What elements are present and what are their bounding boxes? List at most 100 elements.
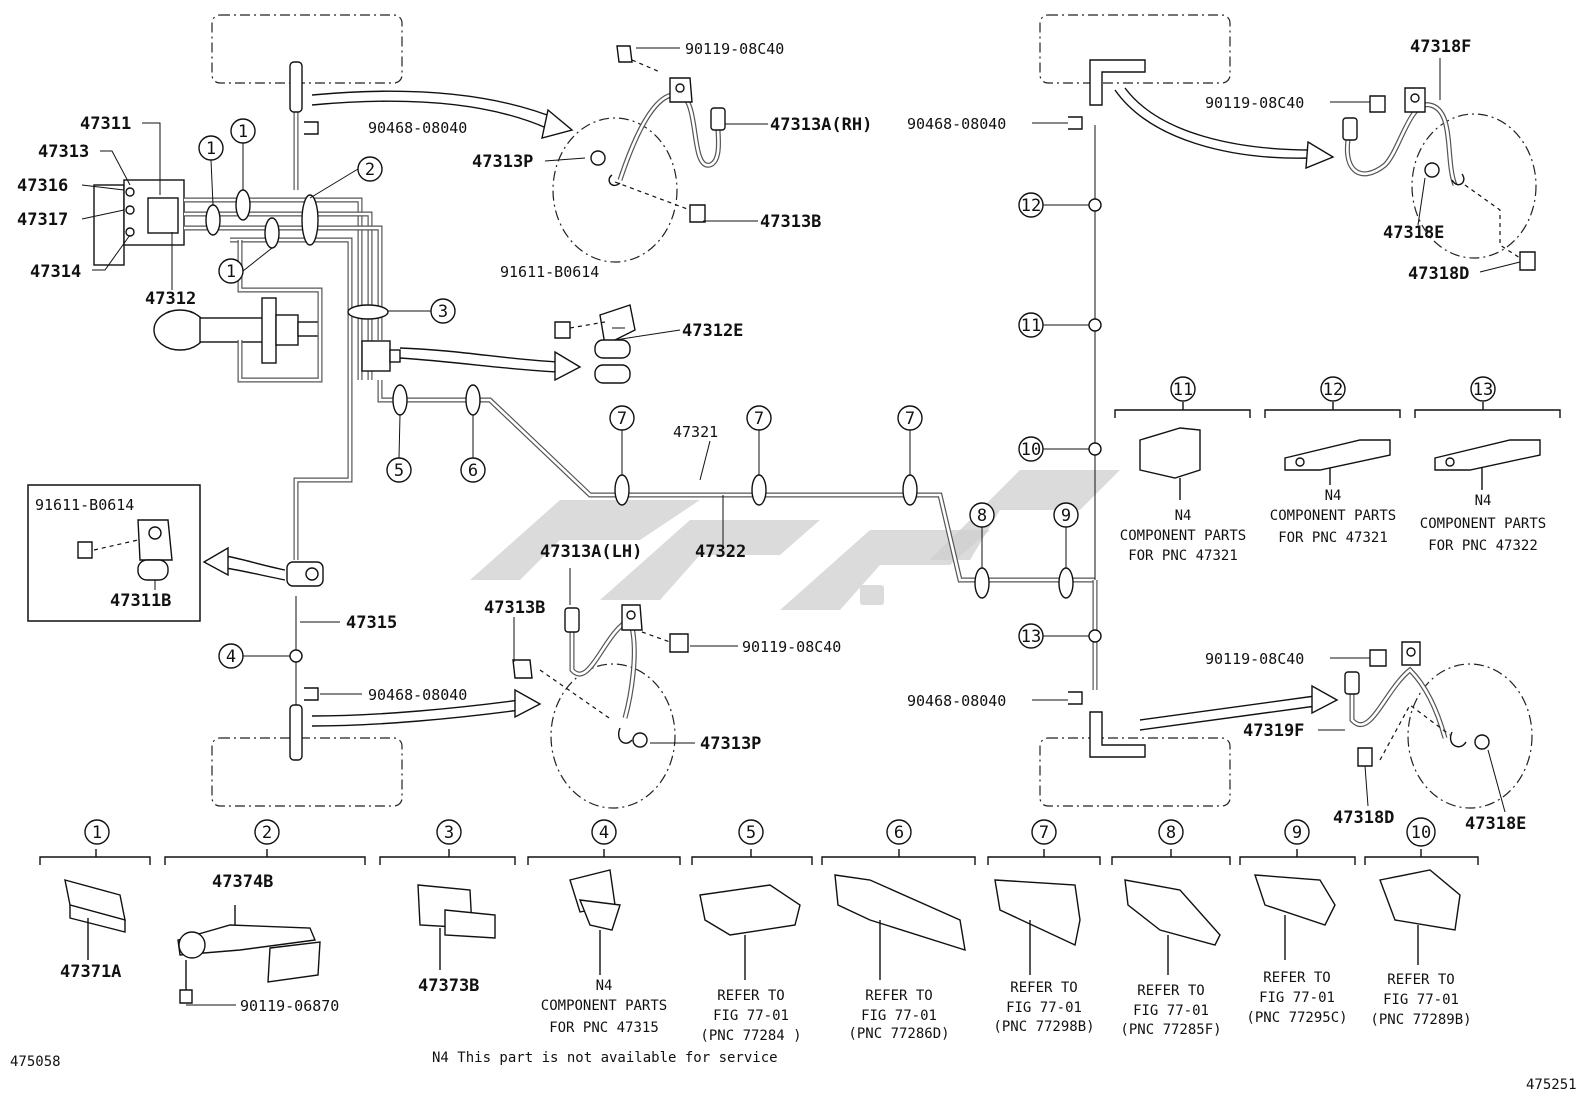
- svg-text:3: 3: [444, 823, 454, 843]
- legend-lower-notes: N4 COMPONENT PARTS FOR PNC 47315 REFER T…: [541, 970, 1472, 1044]
- label-90468-left-top: 90468-08040: [368, 119, 467, 137]
- callout-1b: 1: [230, 118, 256, 190]
- svg-text:REFER TO: REFER TO: [1387, 972, 1454, 988]
- brake-hose-front-lh: [512, 604, 689, 748]
- label-47311b: 47311B: [110, 591, 171, 611]
- label-90119-top: 90119-08C40: [685, 40, 784, 58]
- callout-12: 12: [1018, 192, 1089, 218]
- wheel-outline-rear-right: [1039, 737, 1231, 807]
- svg-text:COMPONENT PARTS: COMPONENT PARTS: [1420, 516, 1546, 532]
- svg-text:COMPONENT PARTS: COMPONENT PARTS: [541, 998, 667, 1014]
- svg-text:(PNC 77284 ): (PNC 77284 ): [700, 1028, 801, 1044]
- legend-upper-brackets: [1114, 402, 1561, 500]
- svg-text:6: 6: [468, 461, 478, 481]
- callout-4: 4: [218, 643, 290, 669]
- callout-3: 3: [388, 298, 456, 324]
- svg-text:FIG 77-01: FIG 77-01: [861, 1008, 937, 1024]
- svg-text:9: 9: [1292, 823, 1302, 843]
- svg-text:7: 7: [754, 409, 764, 429]
- svg-text:2: 2: [262, 823, 272, 843]
- svg-text:REFER TO: REFER TO: [865, 988, 932, 1004]
- svg-text:REFER TO: REFER TO: [1137, 983, 1204, 999]
- svg-text:12: 12: [1021, 196, 1041, 216]
- svg-text:FOR PNC 47315: FOR PNC 47315: [549, 1020, 659, 1036]
- legend-callout-3: 3: [436, 819, 462, 845]
- callout-11: 11: [1018, 312, 1089, 338]
- svg-text:REFER TO: REFER TO: [1010, 980, 1077, 996]
- label-91611-box: 91611-B0614: [35, 496, 134, 514]
- label-47313a-lh: 47313A(LH): [540, 542, 642, 562]
- label-47316: 47316: [17, 176, 68, 196]
- svg-text:1: 1: [206, 139, 216, 159]
- svg-text:FIG 77-01: FIG 77-01: [1259, 990, 1335, 1006]
- label-90468-right-top: 90468-08040: [907, 115, 1006, 133]
- legend-callout-4: 4: [591, 819, 617, 845]
- callout-10: 10: [1018, 436, 1089, 462]
- brake-disc-outline-rh: [552, 117, 678, 263]
- callout-1a: 1: [198, 135, 224, 206]
- label-91611-mid: 91611-B0614: [500, 263, 599, 281]
- label-90468-left-bot: 90468-08040: [368, 686, 467, 704]
- pipe-stub-rear-right: [1089, 711, 1146, 758]
- label-47322: 47322: [695, 542, 746, 562]
- label-47321: 47321: [673, 423, 718, 441]
- svg-text:7: 7: [1039, 823, 1049, 843]
- label-47313p-bot: 47313P: [700, 734, 761, 754]
- callout-7a: 7: [609, 405, 635, 475]
- label-90468-right-bot: 90468-08040: [907, 692, 1006, 710]
- svg-text:1: 1: [92, 823, 102, 843]
- footer-right-code: 475251: [1526, 1077, 1577, 1093]
- pipe-stub-front-left: [289, 61, 303, 113]
- svg-text:8: 8: [977, 506, 987, 526]
- svg-text:13: 13: [1473, 380, 1493, 400]
- legend-callout-6: 6: [886, 819, 912, 845]
- label-47318d-bot: 47318D: [1333, 808, 1394, 828]
- legend-upper-notes: N4 COMPONENT PARTS FOR PNC 47321 N4 COMP…: [1120, 488, 1546, 564]
- label-47318d-top: 47318D: [1408, 264, 1469, 284]
- wheel-outline-front-left: [211, 14, 403, 84]
- pipe-stub-rear-left: [289, 704, 303, 761]
- label-47311: 47311: [80, 114, 131, 134]
- label-47313a-rh: 47313A(RH): [770, 115, 872, 135]
- label-47371a: 47371A: [60, 962, 121, 982]
- svg-text:13: 13: [1021, 627, 1041, 647]
- svg-text:7: 7: [905, 409, 915, 429]
- svg-text:11: 11: [1021, 316, 1041, 336]
- svg-text:FIG 77-01: FIG 77-01: [713, 1008, 789, 1024]
- pointer-arrows: [202, 87, 1339, 731]
- legend-callout-8: 8: [1158, 819, 1184, 845]
- svg-text:FIG 77-01: FIG 77-01: [1133, 1003, 1209, 1019]
- svg-text:REFER TO: REFER TO: [1263, 970, 1330, 986]
- label-47313: 47313: [38, 142, 89, 162]
- label-47317: 47317: [17, 210, 68, 230]
- svg-text:REFER TO: REFER TO: [717, 988, 784, 1004]
- svg-text:12: 12: [1323, 380, 1343, 400]
- legend-callout-10: 10: [1406, 817, 1436, 847]
- legend-callout-13: 13: [1470, 376, 1496, 402]
- callout-circles: 1 1 1 1 2 3 4 5 6 7 7 7 8 9 10 11 12 13 …: [84, 118, 1496, 847]
- svg-text:5: 5: [394, 461, 404, 481]
- svg-text:6: 6: [894, 823, 904, 843]
- svg-text:4: 4: [226, 647, 236, 667]
- brake-disc-outline-rear-lh: [1407, 663, 1533, 809]
- svg-text:9: 9: [1061, 506, 1071, 526]
- svg-text:(PNC 77286D): (PNC 77286D): [848, 1026, 949, 1042]
- legend-callout-12: 12: [1320, 376, 1346, 402]
- label-47314: 47314: [30, 262, 81, 282]
- brake-hose-front-rh: [590, 45, 726, 223]
- legend-callout-5: 5: [738, 819, 764, 845]
- svg-text:N4: N4: [1175, 508, 1192, 524]
- svg-text:FIG 77-01: FIG 77-01: [1383, 992, 1459, 1008]
- svg-text:FIG 77-01: FIG 77-01: [1006, 1000, 1082, 1016]
- callout-1d: 1: [84, 819, 110, 845]
- brake-disc-outline-rear-rh: [1411, 113, 1537, 259]
- label-47312: 47312: [145, 289, 196, 309]
- callout-7b: 7: [746, 405, 772, 475]
- svg-text:COMPONENT PARTS: COMPONENT PARTS: [1120, 528, 1246, 544]
- svg-text:N4: N4: [596, 978, 613, 994]
- footer-left-code: 475058: [10, 1054, 61, 1070]
- label-47313b-top: 47313B: [760, 212, 821, 232]
- clip-47312e-location: [361, 340, 391, 372]
- callout-1c: 1: [218, 247, 273, 284]
